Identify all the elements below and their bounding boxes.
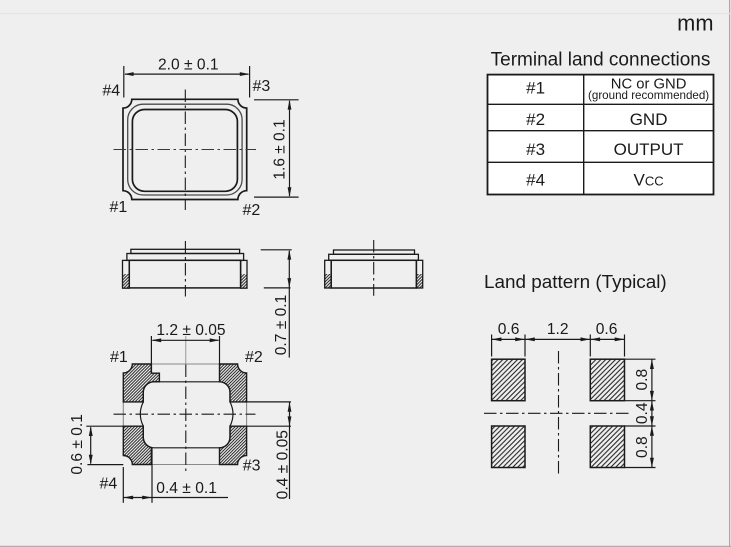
svg-text:#3: #3 [526, 140, 545, 159]
svg-text:#2: #2 [243, 202, 261, 219]
svg-text:1.2: 1.2 [547, 321, 569, 338]
svg-text:#4: #4 [526, 170, 545, 189]
svg-text:Land pattern (Typical): Land pattern (Typical) [484, 272, 667, 293]
svg-text:0.7 ± 0.1: 0.7 ± 0.1 [273, 295, 290, 356]
svg-text:#1: #1 [110, 349, 128, 366]
svg-text:1.6 ± 0.1: 1.6 ± 0.1 [272, 119, 289, 179]
svg-text:VCC: VCC [634, 170, 664, 189]
svg-text:0.6 ± 0.1: 0.6 ± 0.1 [69, 414, 86, 475]
svg-text:NC or GND: NC or GND [611, 76, 687, 92]
svg-text:GND: GND [630, 110, 668, 129]
svg-text:#1: #1 [110, 199, 128, 216]
svg-text:0.6: 0.6 [498, 321, 520, 338]
svg-text:0.8: 0.8 [634, 369, 651, 391]
svg-text:0.4 ± 0.05: 0.4 ± 0.05 [274, 430, 291, 500]
svg-text:0.6: 0.6 [596, 321, 618, 338]
svg-text:Terminal land connections: Terminal land connections [491, 50, 711, 71]
svg-text:#2: #2 [526, 110, 545, 129]
svg-text:mm: mm [677, 10, 713, 35]
svg-text:(ground recommended): (ground recommended) [588, 89, 709, 102]
svg-text:2.0 ± 0.1: 2.0 ± 0.1 [158, 56, 219, 73]
svg-text:0.4: 0.4 [634, 402, 651, 424]
svg-text:#2: #2 [245, 349, 263, 366]
svg-text:#4: #4 [102, 83, 120, 100]
svg-text:0.4 ± 0.1: 0.4 ± 0.1 [156, 480, 217, 497]
svg-text:#1: #1 [526, 79, 545, 98]
svg-text:OUTPUT: OUTPUT [614, 140, 684, 159]
svg-text:#3: #3 [253, 78, 271, 95]
svg-text:#3: #3 [243, 457, 261, 474]
svg-text:#4: #4 [100, 476, 118, 493]
svg-text:0.8: 0.8 [634, 436, 651, 458]
svg-text:1.2 ± 0.05: 1.2 ± 0.05 [156, 322, 226, 339]
